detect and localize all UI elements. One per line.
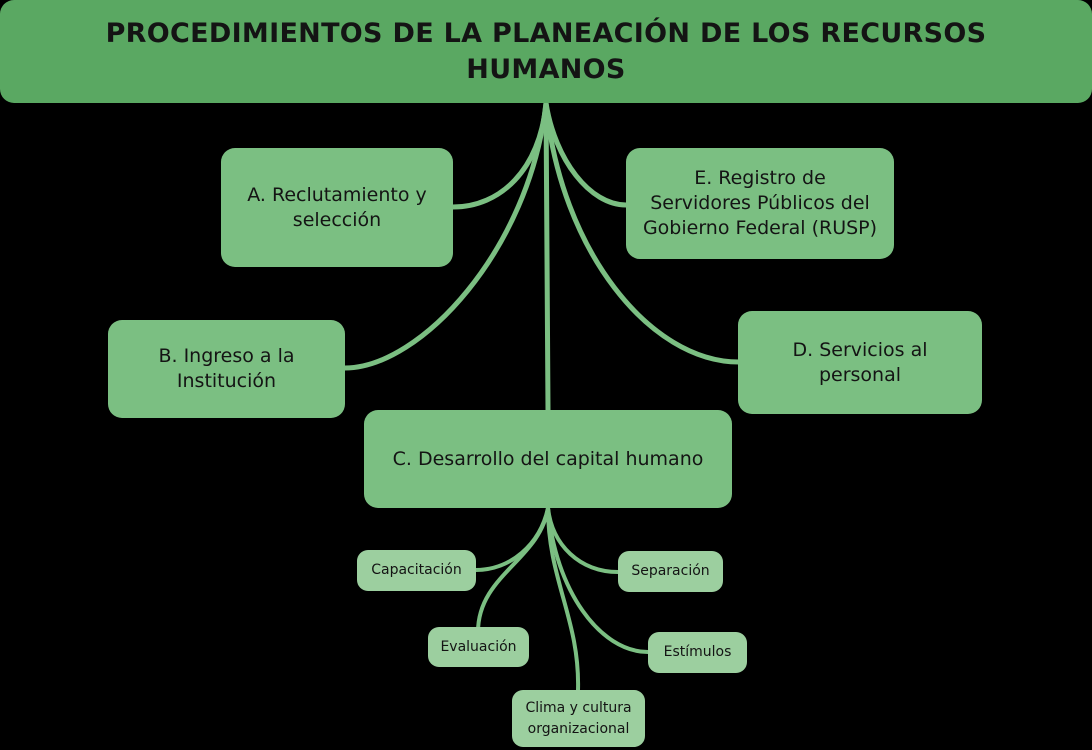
node-registro-rusp: E. Registro de Servidores Públicos del G… (626, 148, 894, 259)
connector-a (450, 100, 549, 210)
subnode-evaluacion: Evaluación (428, 627, 529, 667)
subnode-estimulos: Estímulos (648, 632, 747, 673)
diagram-title-text: PROCEDIMIENTOS DE LA PLANEACIÓN DE LOS R… (105, 18, 987, 85)
connector-c (543, 100, 551, 413)
subnode-separacion: Separación (618, 551, 723, 592)
subnode-clima: Clima y cultura organizacional (512, 690, 645, 747)
node-desarrollo: C. Desarrollo del capital humano (364, 410, 732, 508)
diagram-title: PROCEDIMIENTOS DE LA PLANEACIÓN DE LOS R… (0, 0, 1092, 103)
node-servicios: D. Servicios al personal (738, 311, 982, 414)
node-reclutamiento: A. Reclutamiento y selección (221, 148, 453, 267)
connector-e (543, 100, 629, 208)
connector-evaluacion (476, 506, 550, 634)
connector-b (342, 100, 549, 371)
subnode-capacitacion: Capacitación (357, 550, 476, 591)
connector-d (543, 100, 742, 365)
connector-estimulos (546, 506, 650, 654)
connector-separacion (546, 506, 620, 574)
node-ingreso: B. Ingreso a la Institución (108, 320, 345, 418)
